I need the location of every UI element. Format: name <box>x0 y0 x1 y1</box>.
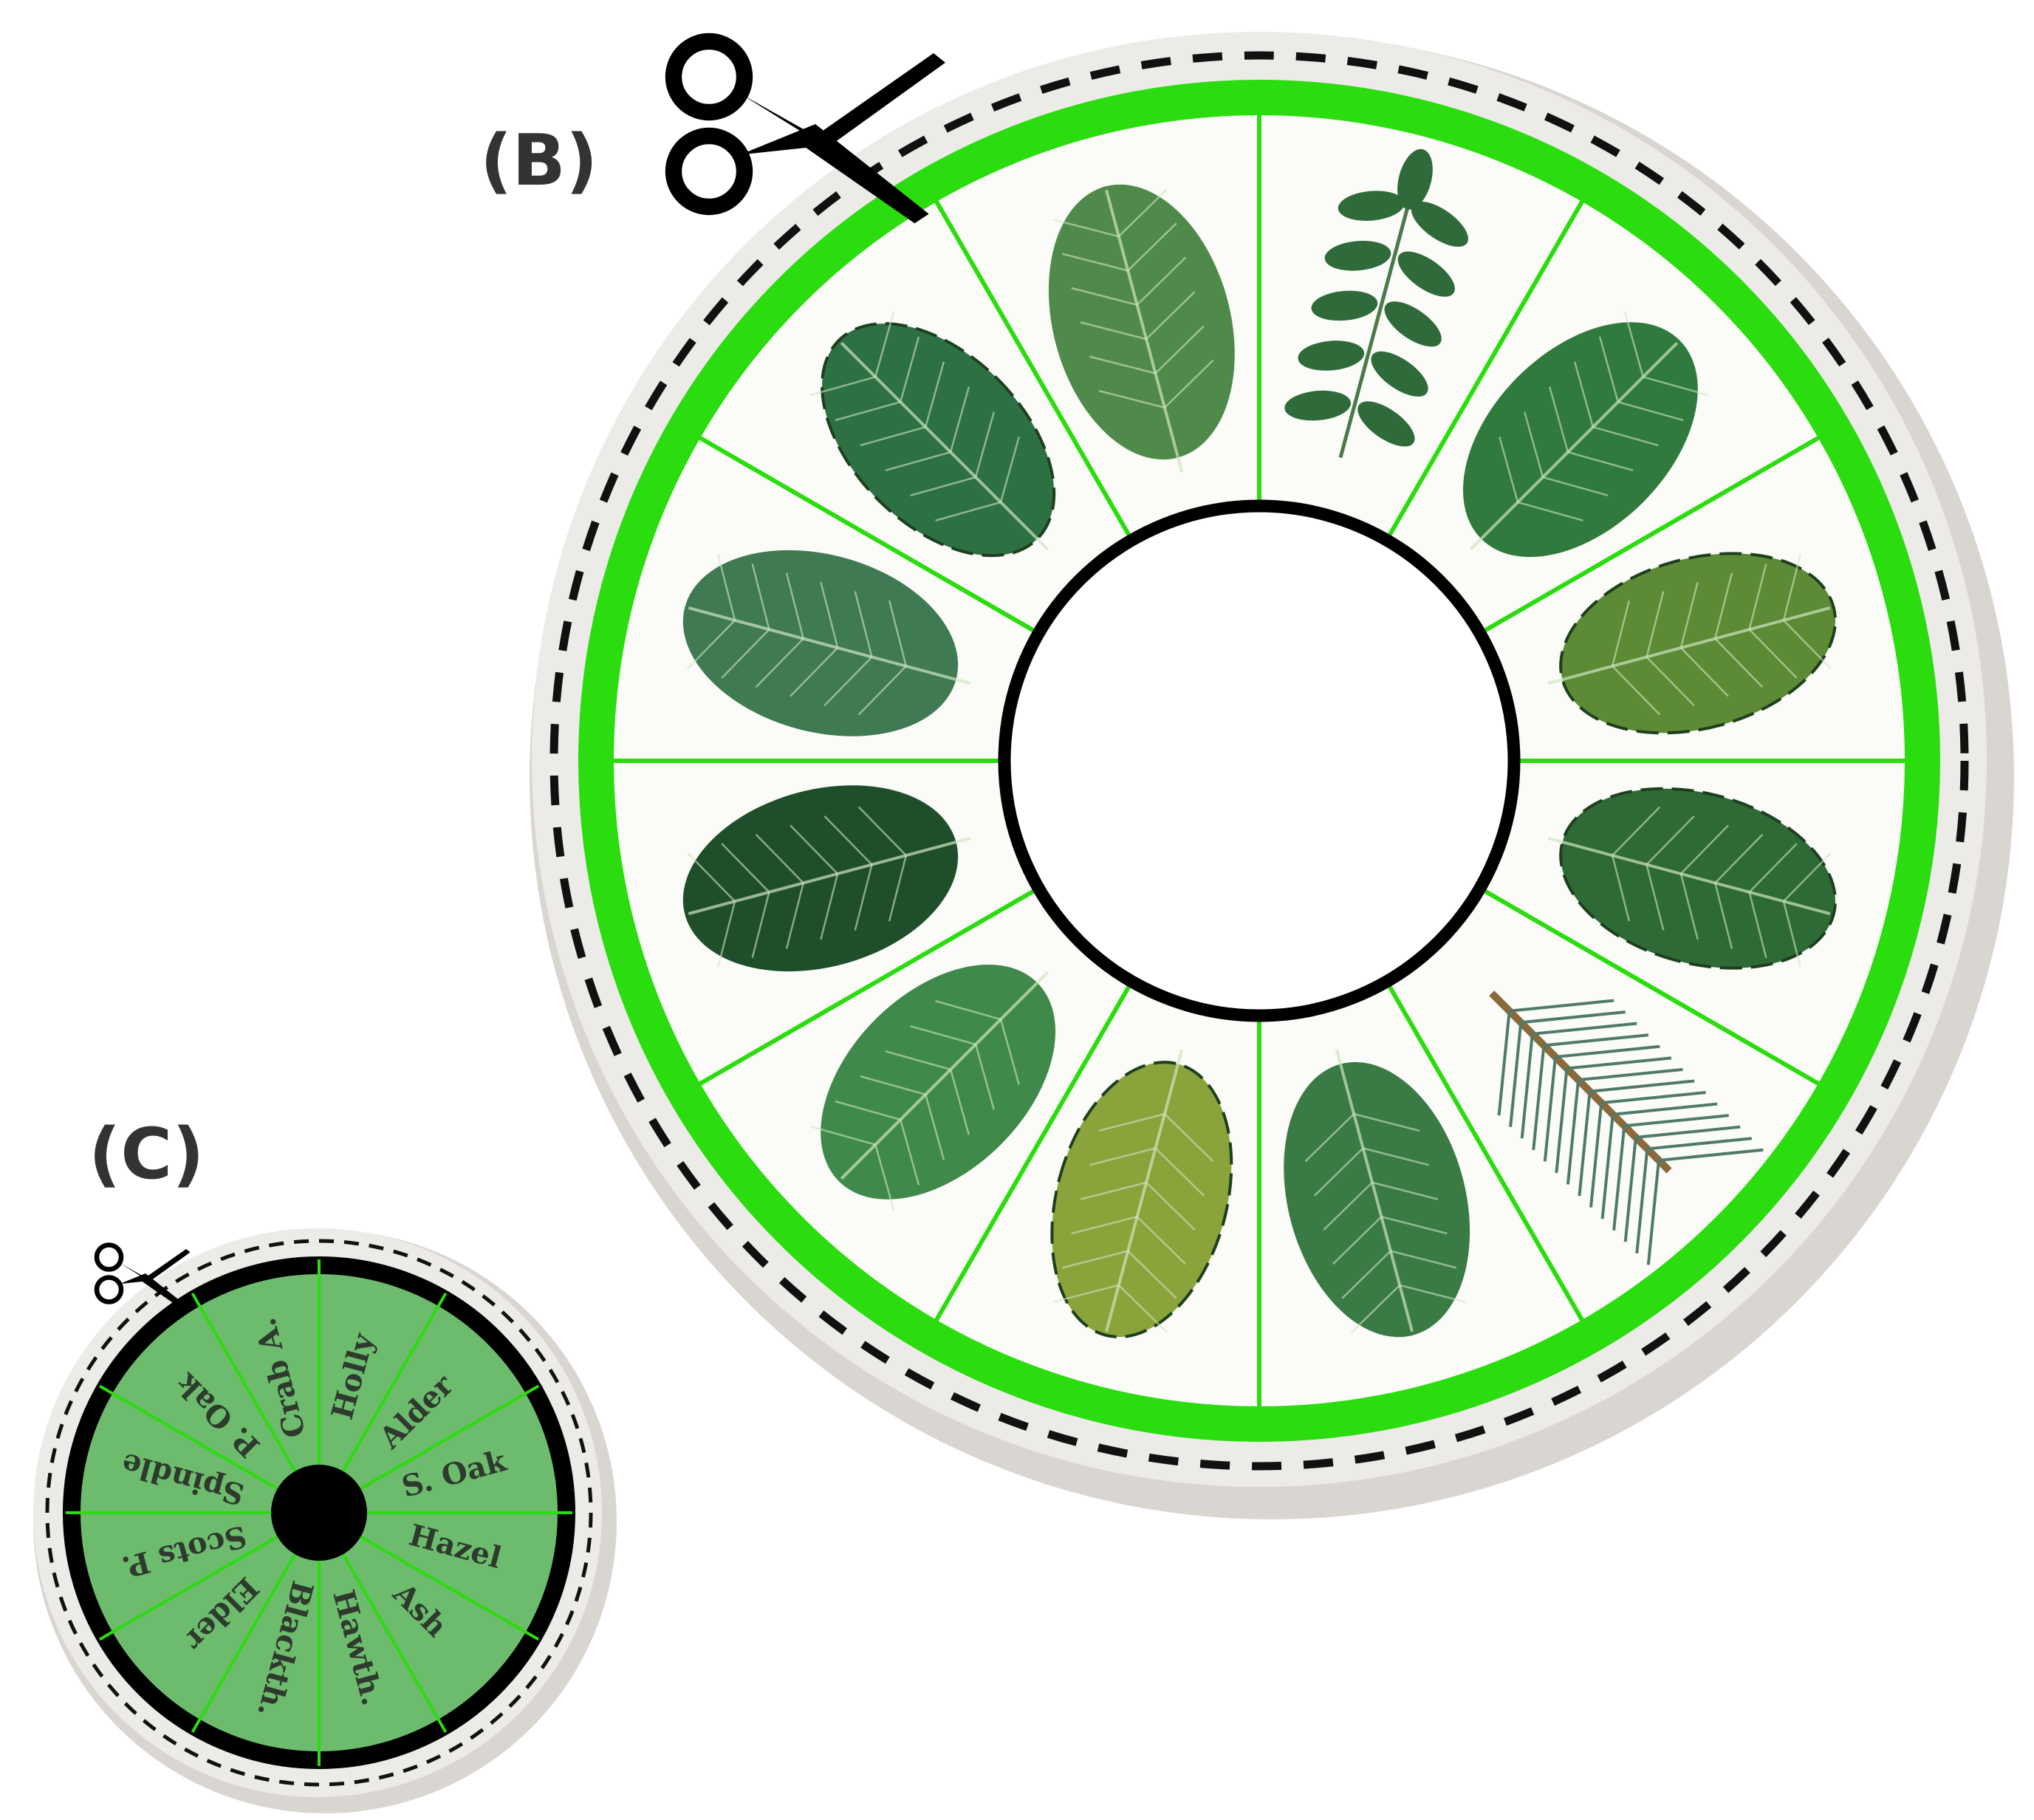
panel-c-label: (C) <box>89 1114 205 1195</box>
wheel-b-hub <box>1004 506 1514 1016</box>
panel-b: (B) <box>480 32 2014 1519</box>
panel-b-label: (B) <box>480 120 597 202</box>
wheel-c-hub <box>271 1465 367 1561</box>
